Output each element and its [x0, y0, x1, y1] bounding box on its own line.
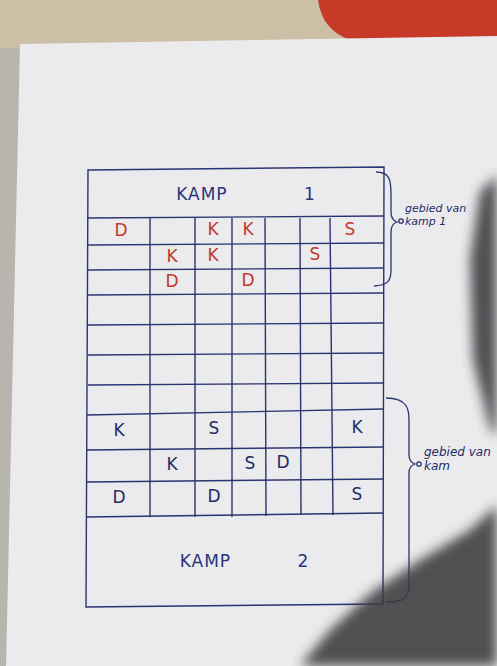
area-note: gebied van kam — [424, 446, 494, 474]
paper-sheet — [6, 36, 497, 666]
piece-letter: K — [166, 455, 177, 475]
piece-letter: S — [352, 485, 363, 505]
camp-title: KAMP 2 — [180, 551, 310, 571]
piece-letter: S — [310, 245, 321, 265]
hand-shadow — [300, 175, 497, 666]
piece-letter: S — [245, 454, 256, 474]
piece-letter: K — [207, 246, 218, 266]
piece-letter: K — [113, 421, 124, 441]
piece-letter: S — [209, 419, 220, 439]
piece-letter: D — [207, 487, 220, 507]
piece-letter: D — [276, 453, 289, 473]
camp-title: KAMP 1 — [176, 184, 316, 204]
piece-letter: D — [165, 272, 178, 292]
piece-letter: K — [166, 247, 177, 267]
camp-band: KAMP 1 — [89, 171, 383, 217]
piece-letter: K — [242, 220, 253, 240]
piece-letter: K — [207, 220, 218, 240]
piece-letter: K — [351, 418, 362, 438]
board-grid — [86, 167, 384, 607]
piece-letter: D — [112, 488, 125, 508]
camp-band: KAMP 2 — [87, 517, 382, 605]
piece-letter: D — [241, 271, 254, 291]
piece-letter: D — [114, 221, 127, 241]
bracket — [374, 172, 421, 602]
area-note: gebied van kamp 1 — [405, 203, 487, 228]
piece-letter: S — [345, 220, 356, 240]
